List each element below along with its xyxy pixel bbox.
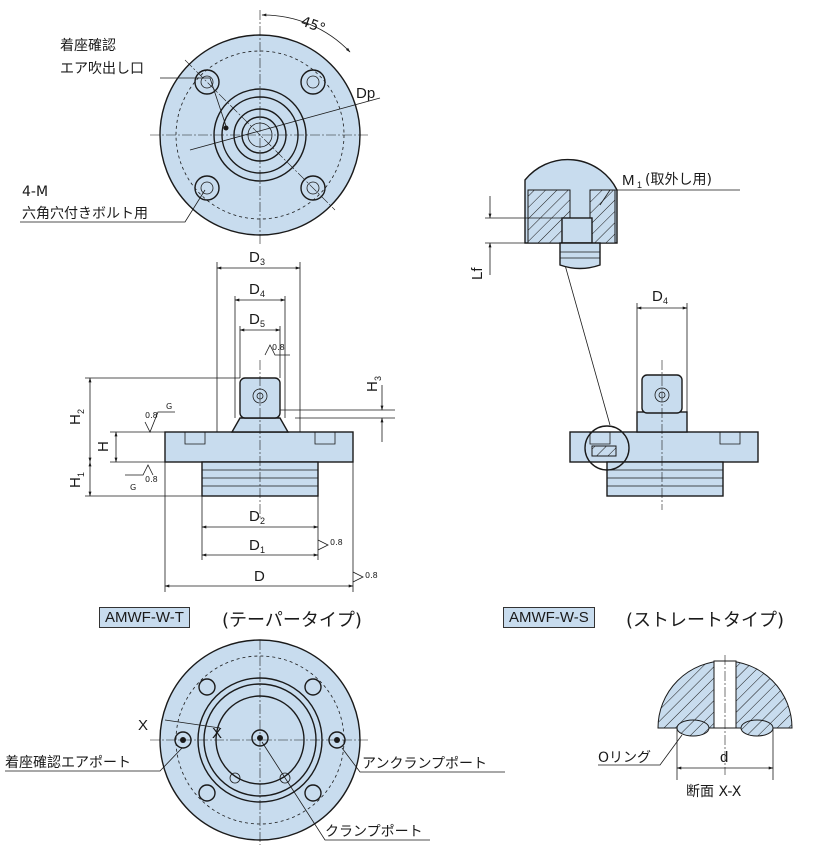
svg-text:0.8: 0.8	[365, 571, 378, 580]
d4-label: D	[249, 281, 260, 298]
bolt-label-2: 六角穴付きボルト用	[22, 206, 148, 222]
x-right-label: X	[212, 725, 222, 742]
section-d-label: d	[720, 749, 728, 766]
model-desc-straight: (ストレートタイプ)	[626, 610, 785, 631]
top-view: 45° Dp 着座確認 エア吹出し口 4-M 六角穴付きボルト用	[20, 10, 381, 245]
section-title: 断面 X-X	[686, 784, 742, 800]
seat-port-label: 着座確認エアポート	[5, 755, 131, 771]
svg-text:1: 1	[637, 180, 642, 190]
detail-enlarged	[524, 158, 618, 270]
svg-text:2: 2	[260, 516, 265, 526]
svg-text:0.8: 0.8	[145, 475, 158, 484]
clamp-port-label: クランプポート	[325, 824, 423, 840]
o-ring-label: Oリング	[598, 750, 651, 766]
lf-label: Lf	[469, 267, 486, 280]
d5-label: D	[249, 311, 260, 328]
svg-text:2: 2	[76, 409, 86, 414]
svg-text:G: G	[166, 402, 172, 411]
h1-label: H	[67, 477, 84, 488]
bolt-label-1: 4-M	[22, 184, 48, 200]
o-ring-left	[676, 719, 710, 737]
unclamp-port-label: アンクランプポート	[362, 756, 487, 772]
m1-note: (取外し用)	[645, 172, 712, 188]
h-label: H	[95, 441, 112, 452]
svg-text:0.8: 0.8	[145, 411, 158, 420]
model-code-taper: AMWF-W-T	[99, 607, 190, 628]
air-outlet-dot	[223, 125, 229, 131]
air-outlet-label-2: エア吹出し口	[60, 61, 144, 77]
straight-body	[606, 461, 724, 497]
h2-label: H	[67, 414, 84, 425]
detail-marker	[584, 425, 630, 471]
section-xx: d Oリング 断面 X-X	[598, 655, 793, 800]
angle-label: 45°	[299, 14, 328, 38]
svg-text:4: 4	[260, 289, 265, 299]
d3-label: D	[249, 249, 260, 266]
d2-label: D	[249, 508, 260, 525]
side-view-straight: D 4 Lf M 1 (取外し用)	[469, 158, 759, 510]
svg-text:0.8: 0.8	[272, 343, 285, 352]
air-outlet-label-1: 着座確認	[60, 38, 116, 54]
model-code-straight: AMWF-W-S	[503, 607, 595, 628]
svg-text:G: G	[130, 483, 136, 492]
svg-text:1: 1	[260, 545, 265, 555]
taper-flange	[164, 431, 354, 463]
d-label: D	[254, 568, 265, 585]
svg-text:5: 5	[260, 319, 265, 329]
x-left-label: X	[138, 717, 148, 734]
svg-text:0.8: 0.8	[330, 538, 343, 547]
h3-label: H	[364, 381, 381, 392]
model-desc-taper: (テーパータイプ)	[222, 610, 362, 631]
bottom-view: X X 着座確認エアポート アンクランプポート クランプポート	[5, 639, 505, 845]
d1-label: D	[249, 537, 260, 554]
o-ring-right	[740, 719, 774, 737]
s-d4-label: D	[652, 288, 663, 305]
svg-text:3: 3	[373, 376, 383, 381]
side-view-taper: D 3 D 4 D 5 H 3 H 2 H H 1	[67, 249, 395, 592]
m1-label: M	[622, 172, 635, 189]
svg-text:3: 3	[260, 257, 265, 267]
top-bolt-holes	[194, 69, 326, 201]
roughness-marks: 0.8 G 0.8 G 0.8 0.8 0.8	[125, 343, 378, 583]
svg-text:1: 1	[76, 472, 86, 477]
svg-text:4: 4	[663, 296, 668, 306]
dp-label: Dp	[356, 85, 375, 102]
